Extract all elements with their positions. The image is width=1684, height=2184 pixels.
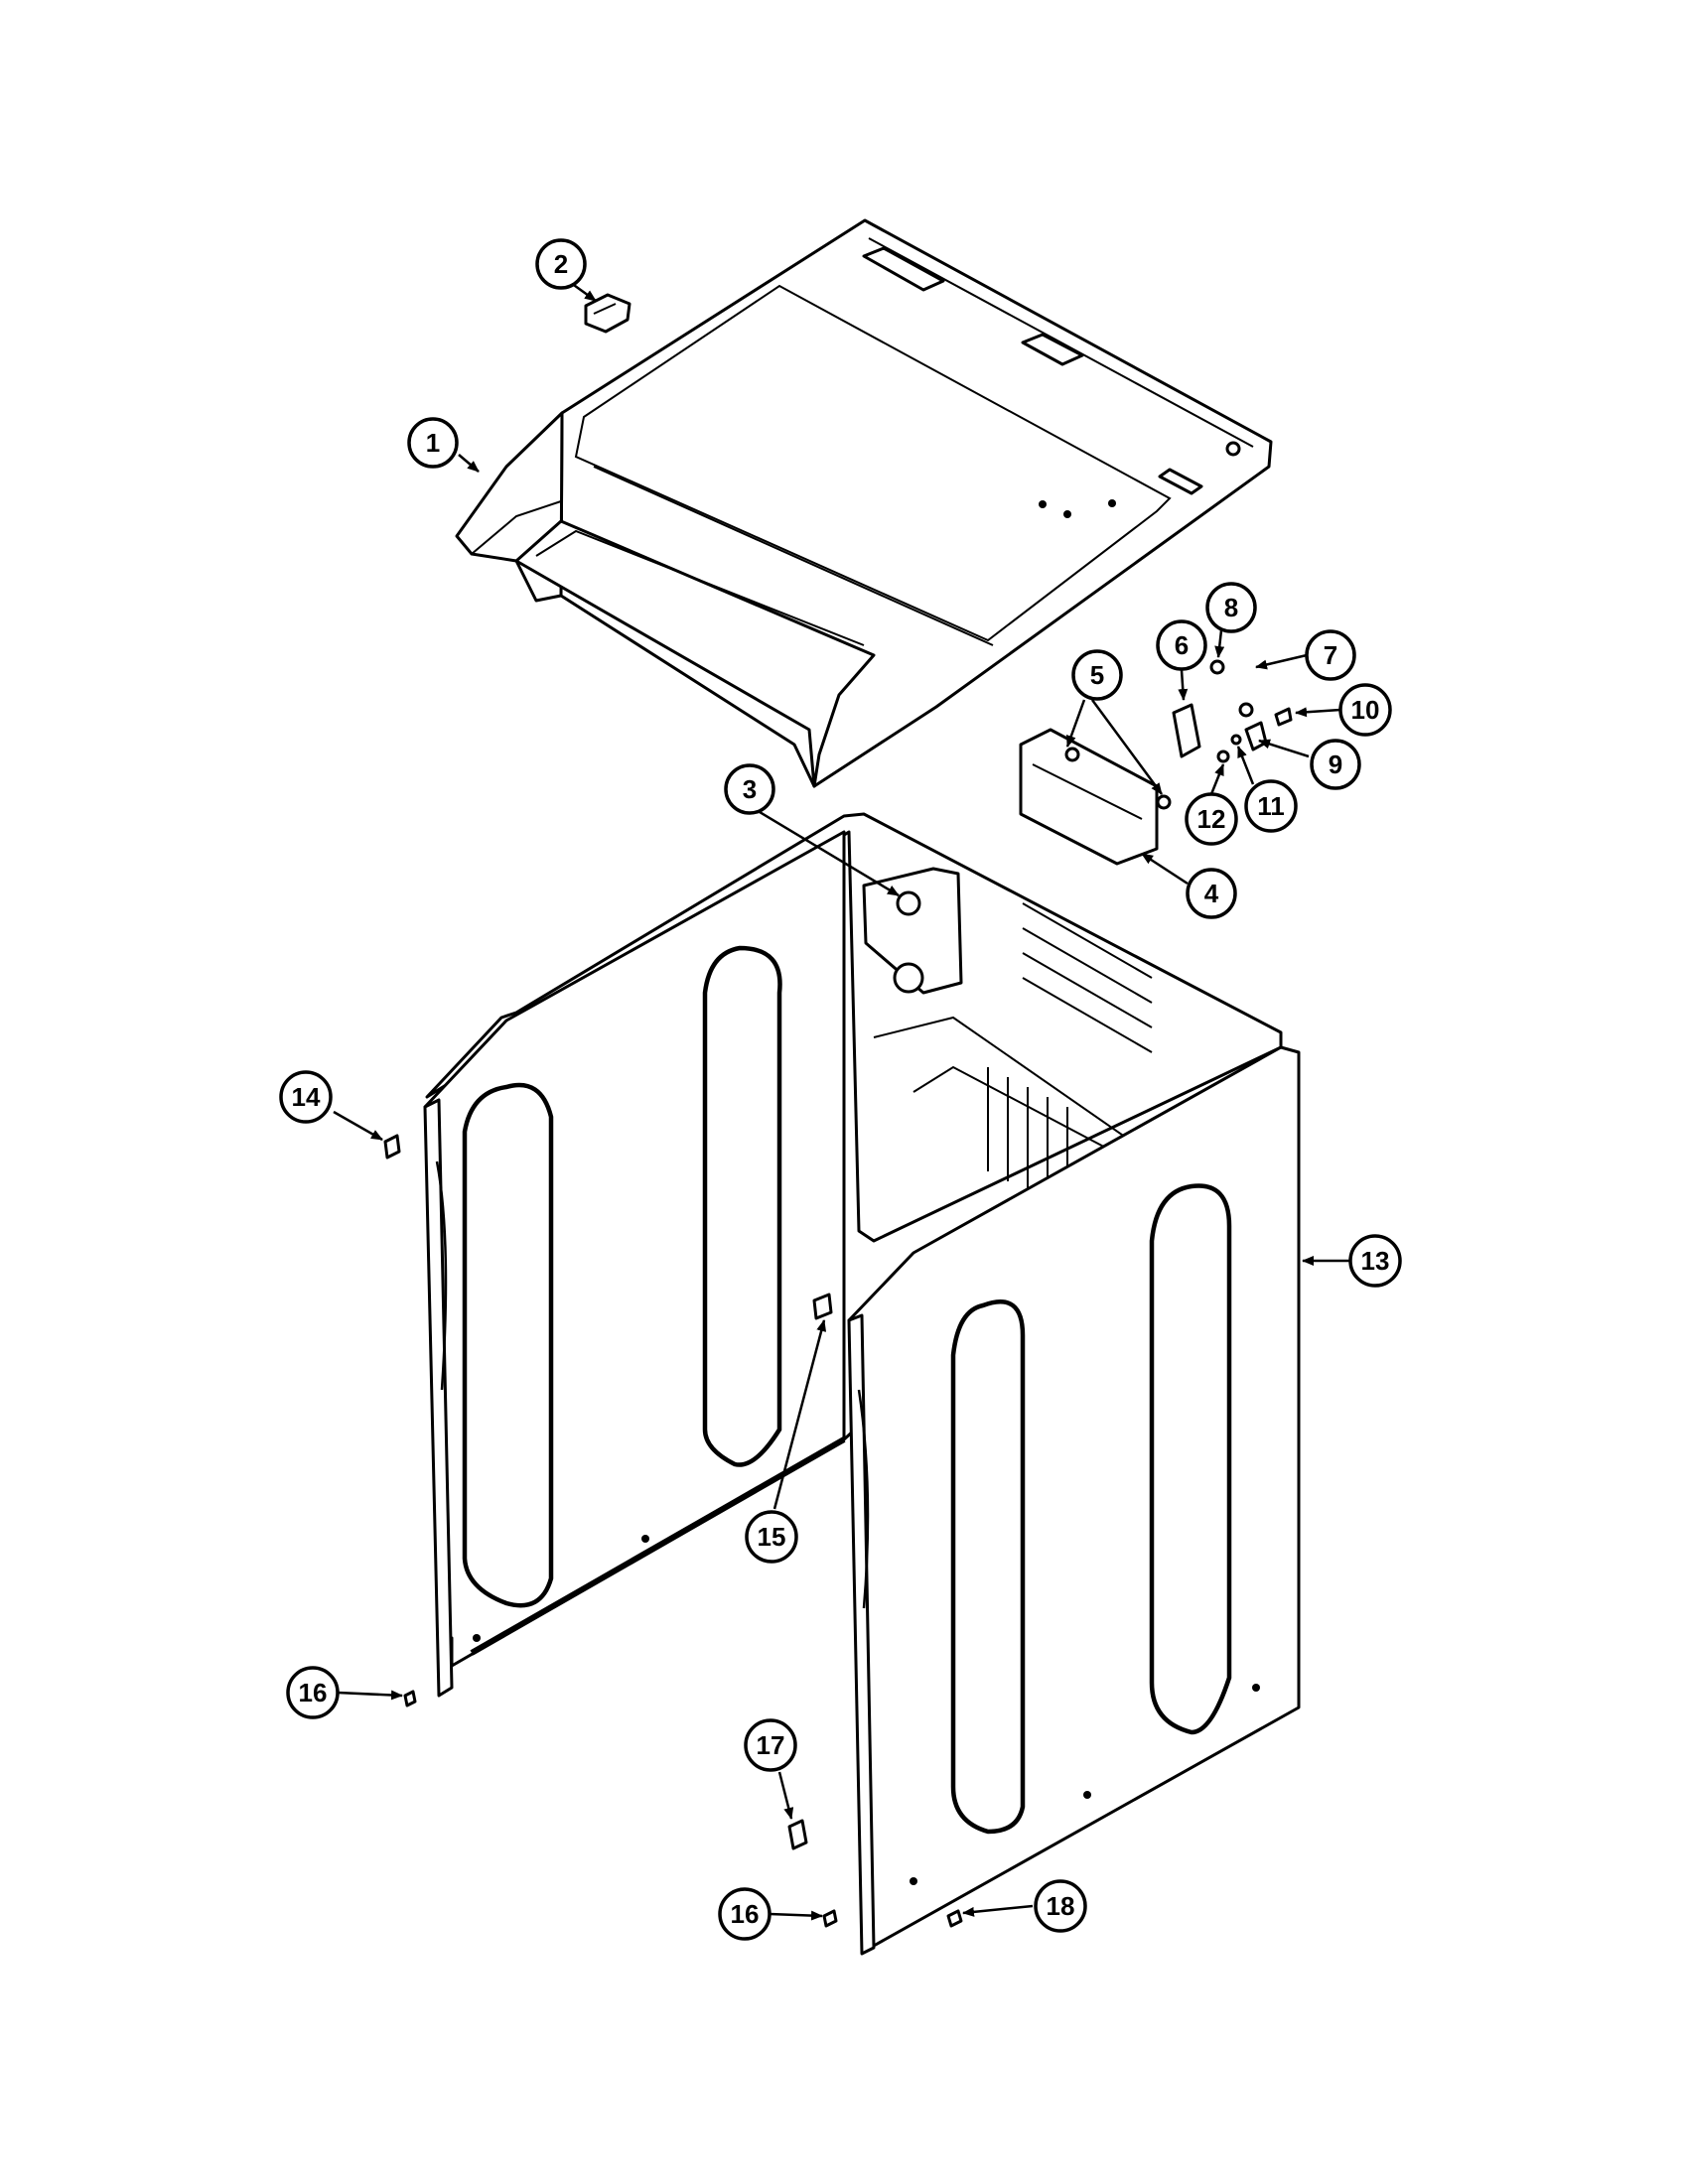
callout-1: 1 <box>407 417 459 469</box>
callout-16-bottom: 16 <box>718 1887 772 1941</box>
bracket-assembly <box>1019 659 1293 866</box>
callout-12: 12 <box>1185 792 1238 846</box>
callout-10: 10 <box>1338 683 1392 737</box>
svg-text:7: 7 <box>1324 640 1337 670</box>
callout-13: 13 <box>1348 1234 1402 1288</box>
callouts: 1 2 3 4 5 6 7 8 9 10 11 12 13 14 15 16 1… <box>279 238 1402 1941</box>
callout-18: 18 <box>1034 1879 1087 1933</box>
svg-text:18: 18 <box>1047 1891 1075 1921</box>
svg-text:6: 6 <box>1175 630 1189 660</box>
callout-16-left: 16 <box>286 1666 340 1719</box>
svg-text:5: 5 <box>1090 660 1104 690</box>
svg-text:1: 1 <box>426 428 440 458</box>
svg-text:15: 15 <box>758 1522 786 1552</box>
svg-text:13: 13 <box>1361 1246 1390 1276</box>
callout-4: 4 <box>1186 868 1237 919</box>
svg-text:8: 8 <box>1224 593 1238 622</box>
svg-text:12: 12 <box>1197 804 1226 834</box>
callout-15: 15 <box>745 1510 798 1564</box>
svg-text:2: 2 <box>554 249 568 279</box>
svg-text:11: 11 <box>1257 791 1285 821</box>
callout-11: 11 <box>1244 779 1298 833</box>
callout-8: 8 <box>1205 582 1257 633</box>
svg-text:14: 14 <box>292 1082 321 1112</box>
svg-text:9: 9 <box>1329 750 1342 779</box>
svg-text:16: 16 <box>299 1678 328 1707</box>
part-2-clip <box>584 293 632 334</box>
callout-9: 9 <box>1310 739 1361 790</box>
callout-2: 2 <box>535 238 587 290</box>
small-clips <box>383 1134 963 1928</box>
callout-7: 7 <box>1305 629 1356 681</box>
callout-17: 17 <box>744 1718 797 1772</box>
svg-text:16: 16 <box>731 1899 760 1929</box>
top-panel <box>455 218 1273 788</box>
svg-text:10: 10 <box>1351 695 1380 725</box>
svg-text:17: 17 <box>757 1730 785 1760</box>
callout-14: 14 <box>279 1070 333 1124</box>
callout-3: 3 <box>724 763 775 815</box>
cabinet <box>423 812 1301 1956</box>
callout-5: 5 <box>1071 649 1123 701</box>
svg-text:4: 4 <box>1204 879 1219 908</box>
svg-text:3: 3 <box>743 774 757 804</box>
callout-6: 6 <box>1156 619 1207 671</box>
leader-lines <box>333 281 1350 1921</box>
